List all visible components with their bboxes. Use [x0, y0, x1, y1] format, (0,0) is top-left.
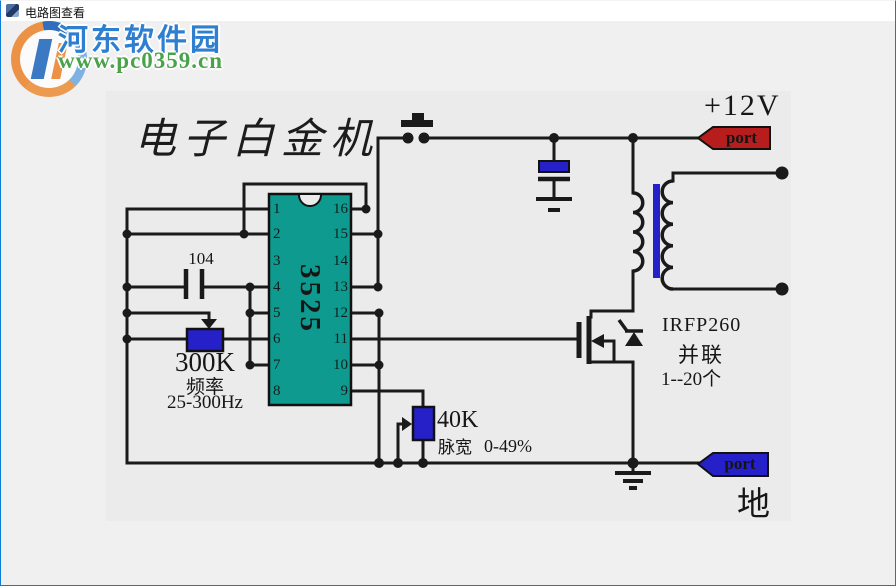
- ground-port-tag: [696, 452, 769, 477]
- transformer-secondary-coil: [660, 179, 674, 291]
- ic-pin-10: 10: [333, 357, 348, 373]
- pot300-value-label: 300K: [175, 347, 235, 377]
- ic-body: [267, 192, 353, 407]
- window-titlebar[interactable]: 电路图查看: [1, 1, 895, 21]
- site-watermark: 河东软件园 www.pc0359.cn: [1, 19, 261, 109]
- ic-pin-13: 13: [333, 279, 348, 295]
- wire-pin9-to-pot40: [349, 389, 425, 409]
- pot300-name-label: 频率: [185, 377, 224, 398]
- transformer-core: [653, 184, 660, 278]
- ic-pin-15: 15: [333, 226, 348, 242]
- ic-pin-11: 11: [333, 331, 348, 347]
- switch-cap-nub: [412, 113, 424, 120]
- wire-secondary-top-lead: [671, 171, 784, 183]
- transformer-primary-coil: [632, 191, 645, 273]
- power-port-tag: [696, 126, 771, 150]
- ic-pin-7: 7: [273, 357, 281, 373]
- app-icon: [6, 4, 19, 17]
- ic-notch: [298, 193, 322, 207]
- ground-symbol-main: [615, 471, 651, 490]
- cap104-plates: [183, 269, 205, 299]
- pot40-range-label: 0-49%: [484, 436, 532, 456]
- circuit-panel: 电子白金机 3525 1 2 3 4 5 6 7 8 16 15 14 13 1…: [106, 89, 791, 523]
- wire-mosfet-source-stub: [601, 339, 616, 364]
- site-logo-icon: [11, 21, 87, 97]
- mosfet-parallel-label: 并联: [678, 343, 724, 367]
- pot40-name-label: 脉宽: [438, 438, 472, 457]
- window-title: 电路图查看: [25, 6, 86, 20]
- ground-rail-label: 地: [737, 487, 770, 523]
- pot40-wiper-arrowhead: [402, 417, 412, 431]
- body-diode-triangle: [625, 332, 643, 346]
- pot40-body: [411, 405, 436, 442]
- ic-pin-12: 12: [333, 305, 348, 321]
- switch-cap-bar: [401, 120, 433, 127]
- watermark-site-url: www.pc0359.cn: [58, 48, 224, 73]
- filter-cap-positive-plate: [538, 160, 570, 173]
- pot300-range-label: 25-300Hz: [167, 392, 243, 413]
- wire-mosfet-drain-stub: [589, 309, 635, 319]
- ic-pin-9: 9: [340, 383, 349, 399]
- watermark-site-name: 河东软件园: [58, 24, 223, 57]
- ic-pin-4: 4: [273, 279, 281, 295]
- mosfet-count-label: 1--20个: [661, 369, 722, 390]
- ic-pin-8: 8: [273, 383, 281, 399]
- mosfet-source-arrowhead: [591, 334, 604, 348]
- junction-dots: [122, 133, 639, 469]
- diagram-title: 电子白金机: [134, 114, 380, 163]
- pot300-wiper-arrowhead: [201, 319, 217, 329]
- body-diode-cathode: [617, 318, 643, 333]
- ic-pin-1: 1: [273, 201, 281, 217]
- secondary-terminal-bottom: [775, 282, 789, 296]
- mosfet-part-label: IRFP260: [662, 314, 742, 336]
- pot300-body: [185, 327, 225, 353]
- switch-contact-left: [402, 132, 414, 144]
- ic-pin-2: 2: [273, 226, 281, 242]
- circuit-drawing: [122, 113, 789, 490]
- power-port-text: port: [725, 128, 758, 147]
- switch-contact-right: [418, 132, 430, 144]
- cap104-label: 104: [188, 249, 214, 268]
- secondary-terminal-top: [775, 166, 789, 180]
- ic-pin-16: 16: [333, 201, 348, 217]
- ic-pin-14: 14: [333, 253, 348, 269]
- ic-pin-6: 6: [273, 331, 281, 347]
- ground-symbol-cap: [536, 197, 572, 212]
- pot40-value-label: 40K: [437, 407, 479, 433]
- ic-pin-5: 5: [273, 305, 281, 321]
- wire-pot300-wiper: [125, 311, 211, 323]
- ground-port-text: port: [724, 454, 756, 473]
- ic-pin-3: 3: [273, 253, 281, 269]
- ic-part-number: 3525: [294, 264, 326, 334]
- power-rail-label: +12V: [704, 89, 781, 122]
- wire-over-ic-loop: [242, 182, 368, 236]
